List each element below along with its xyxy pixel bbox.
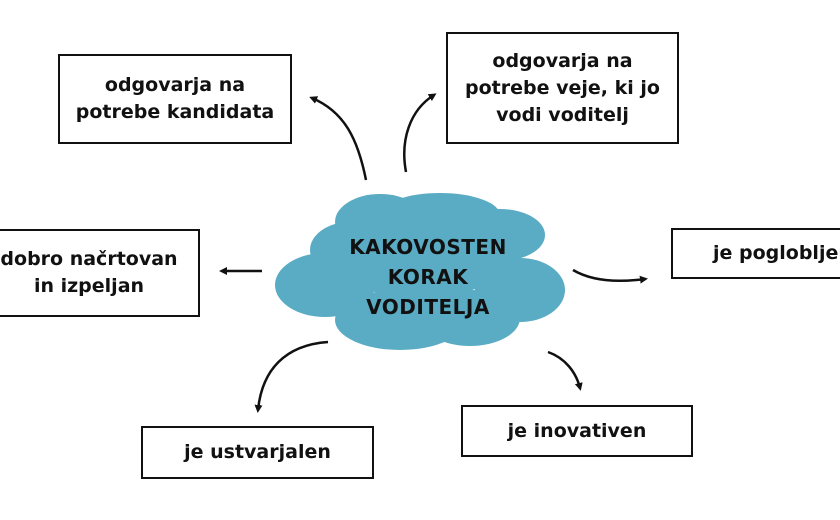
cloud-shape — [275, 193, 565, 350]
node-creative: je ustvarjalen — [141, 426, 374, 479]
node-deepens: je poglobljen — [671, 228, 840, 279]
center-concept: KAKOVOSTEN KORAK VODITELJA — [349, 235, 507, 319]
node-label: je inovativen — [507, 419, 647, 442]
arrow-to-innovative — [547, 350, 583, 391]
node-innovative: je inovativen — [461, 405, 693, 457]
arrow-to-deepens — [572, 268, 648, 284]
arrow-to-branch-needs — [403, 93, 437, 173]
node-label: dobro načrtovan in izpeljan — [0, 248, 178, 297]
node-label: je ustvarjalen — [184, 441, 331, 463]
node-label: odgovarja na potrebe kandidata — [75, 74, 275, 123]
node-candidate-needs: odgovarja na potrebe kandidata — [58, 54, 292, 144]
node-label: odgovarja na potrebe veje, ki jo vodi vo… — [465, 49, 660, 126]
node-label: je poglobljen — [713, 242, 840, 264]
node-planned: dobro načrtovan in izpeljan — [0, 229, 200, 317]
arrow-to-candidate-needs — [309, 96, 368, 181]
arrow-to-creative — [254, 340, 329, 413]
node-branch-needs: odgovarja na potrebe veje, ki jo vodi vo… — [446, 32, 679, 144]
